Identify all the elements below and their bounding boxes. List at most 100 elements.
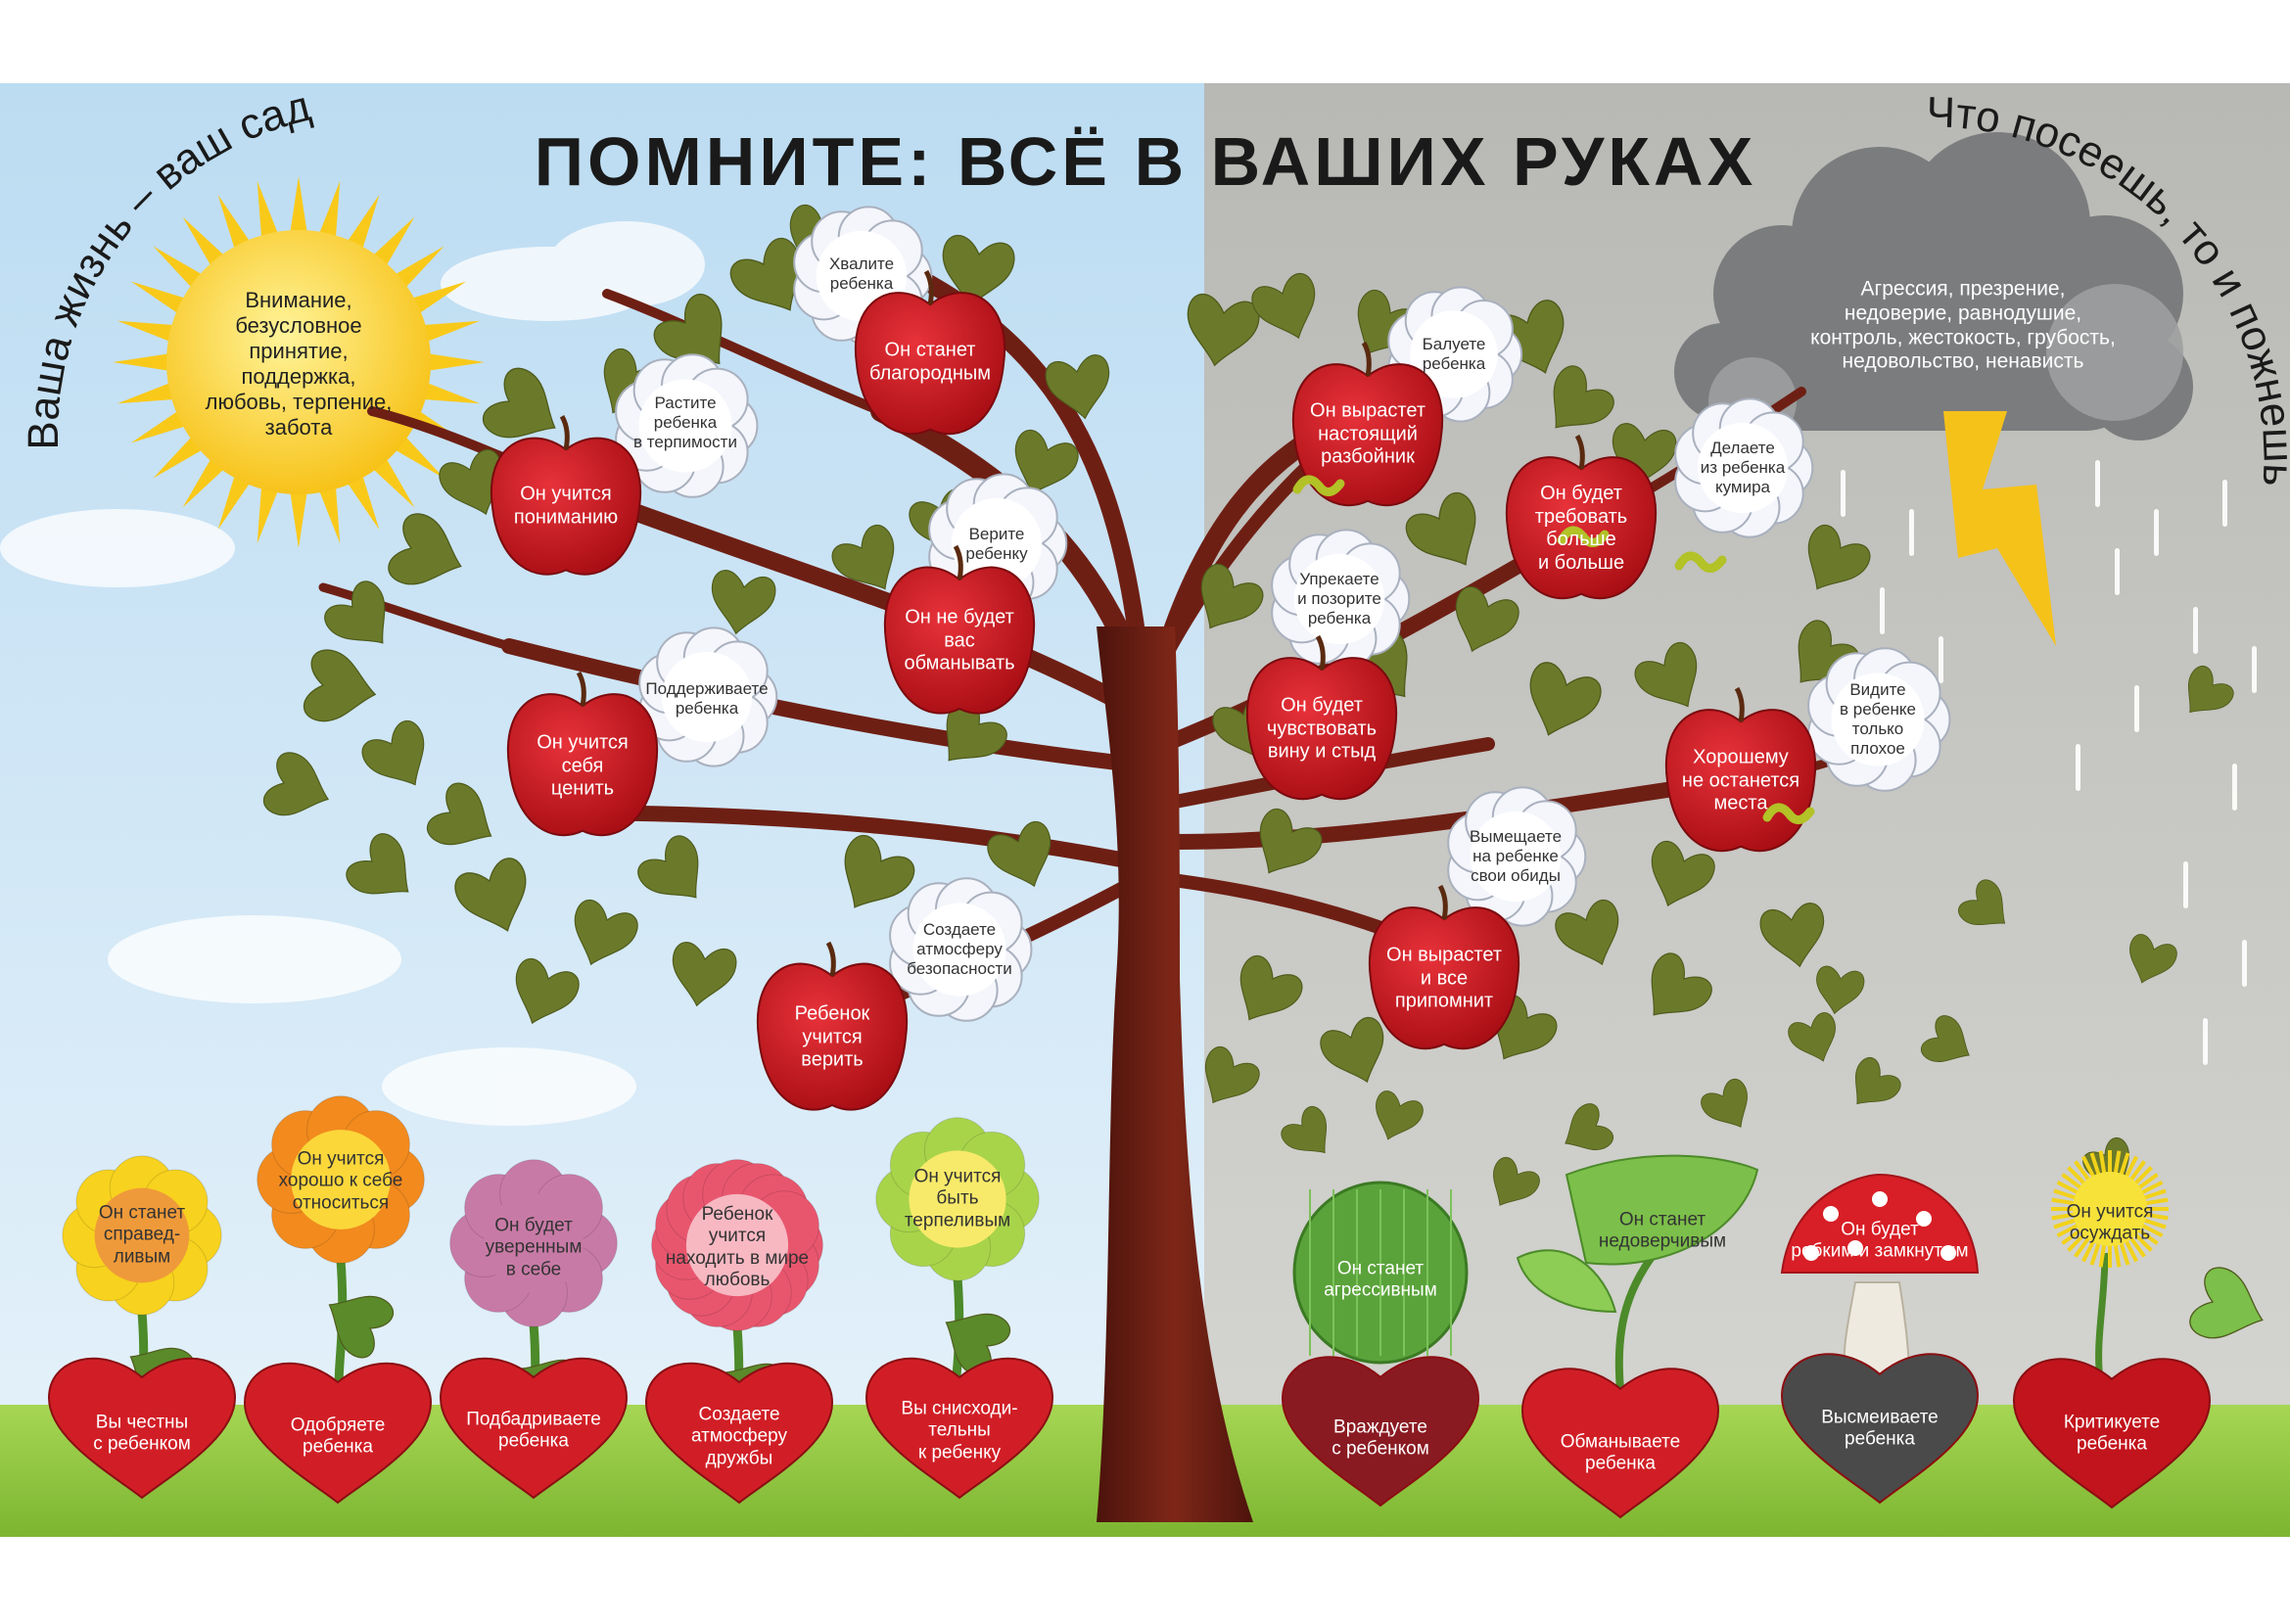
leaf-icon	[1816, 965, 1865, 1015]
leaf-icon	[454, 858, 527, 932]
leaf-icon	[1553, 365, 1614, 429]
leaf-icon	[1259, 808, 1323, 874]
sun-ray	[182, 455, 227, 508]
heart-label: Вы честны с ребенком	[93, 1412, 191, 1455]
heart-label: Обманываете ребенка	[1560, 1431, 1681, 1474]
leaf-icon	[515, 957, 580, 1025]
leaf-icon	[729, 237, 801, 311]
sun-ray	[117, 320, 177, 344]
sun-ray	[289, 176, 308, 236]
raindrop	[2193, 607, 2198, 654]
flower-icon	[889, 877, 1033, 1022]
flower-icon	[62, 1155, 222, 1411]
heart-icon	[1520, 1368, 1720, 1519]
leaf-icon	[831, 524, 895, 590]
tree-apple-label: Он учится пониманию	[513, 483, 619, 528]
tree-flower-label: Упрекаете и позорите ребенка	[1297, 569, 1381, 628]
soft-clouds	[0, 221, 705, 1126]
raindrop	[2232, 764, 2237, 811]
sun-ray	[346, 472, 380, 531]
raindrop	[2252, 646, 2257, 693]
heart-icon	[243, 1362, 433, 1505]
tree-apple-label: Он станет благородным	[869, 339, 991, 384]
leaf-icon	[1455, 585, 1519, 653]
flower-bloom-label: Он учится быть терпеливым	[904, 1166, 1011, 1231]
leaf-icon	[653, 294, 723, 365]
sun-ray	[130, 409, 189, 443]
leaf-icon	[574, 899, 638, 966]
leaf-icon	[1957, 879, 2006, 926]
heart-label: Одобряете ребенка	[290, 1415, 386, 1458]
tree-apple-label: Он вырастет и все припомнит	[1386, 944, 1502, 1012]
flower-icon	[651, 1159, 823, 1426]
heart-label: Критикуете ребенка	[2063, 1412, 2161, 1455]
tree-flower-label: Верите ребенку	[965, 524, 1028, 563]
tree-apple-label: Он вырастет настоящий разбойник	[1310, 399, 1425, 468]
leaf-icon	[346, 833, 409, 895]
tree-flower-label: Видите в ребенке только плохое	[1840, 679, 1916, 759]
sun-ray	[370, 455, 415, 508]
sun-ray	[153, 246, 206, 291]
raindrop	[2154, 509, 2159, 556]
sun-ray	[257, 180, 280, 241]
flower-icon	[449, 1159, 618, 1422]
apple-icon	[1505, 434, 1658, 600]
flower-icon	[1271, 529, 1411, 670]
heart-icon	[644, 1362, 834, 1505]
sun-ray	[257, 484, 280, 544]
rain-icon	[1841, 460, 2257, 1065]
tree-branch	[318, 582, 514, 651]
leaf-icon	[1320, 1016, 1384, 1084]
plant-label: Он учится осуждать	[2066, 1201, 2154, 1244]
leaf-plant-icon	[1516, 1154, 1759, 1391]
apple-icon	[883, 544, 1036, 715]
raindrop	[2183, 861, 2188, 908]
flower-bloom-label: Он учится хорошо к себе относиться	[278, 1148, 403, 1214]
sun-ray	[217, 472, 252, 531]
leaf-icon	[1376, 1090, 1424, 1140]
sun-ray	[392, 434, 444, 479]
bad-plants	[1281, 1150, 2264, 1519]
sun-ray	[130, 281, 189, 315]
raindrop	[2134, 685, 2139, 732]
tree-flower-label: Балуете ребенка	[1422, 334, 1486, 373]
tree-flower-label: Поддерживаете ребенка	[645, 678, 769, 718]
raindrop	[1909, 509, 1914, 556]
raindrop	[1880, 587, 1885, 634]
leaf-icon	[1405, 491, 1476, 566]
apple-icon	[506, 671, 659, 837]
tree-apple-label: Он будет требовать больше и больше	[1534, 482, 1628, 574]
apple-icon	[1368, 884, 1520, 1050]
flower-bloom-label: Ребенок учится находить в мире любовь	[665, 1204, 810, 1291]
sun-ray	[408, 281, 467, 315]
heart-icon	[1780, 1353, 1980, 1505]
heart-label: Высмеиваете ребенка	[1821, 1407, 1939, 1450]
leaf-icon	[1200, 563, 1264, 629]
sun-ray	[346, 194, 380, 253]
leaf-icon	[1493, 1157, 1540, 1206]
leaf-icon	[1565, 1103, 1613, 1150]
leaf-icon	[1634, 641, 1698, 708]
leaf-icon	[303, 649, 377, 722]
tree-branch	[602, 289, 886, 416]
flower-icon	[1447, 786, 1587, 927]
leaf-icon	[482, 367, 556, 439]
leaf-icon	[1854, 1056, 1901, 1105]
sun-ray	[153, 434, 206, 479]
leaf-icon	[1759, 903, 1825, 968]
raindrop	[2242, 940, 2247, 987]
cactus-icon	[1292, 1181, 1469, 1365]
flower-icon	[257, 1095, 425, 1392]
heart-icon	[47, 1357, 237, 1500]
heart-label: Вы снисходи- тельны к ребенку	[901, 1398, 1018, 1463]
plant-label: Он станет недоверчивым	[1598, 1209, 1727, 1252]
flower-icon	[615, 353, 759, 498]
sun-ray	[317, 180, 341, 241]
leaf-icon	[711, 570, 776, 635]
leaf-icon	[439, 448, 503, 516]
sun-ray	[182, 216, 227, 269]
leaf-icon	[987, 820, 1052, 888]
leaf-icon	[1807, 524, 1871, 590]
sun-disc	[166, 230, 431, 494]
